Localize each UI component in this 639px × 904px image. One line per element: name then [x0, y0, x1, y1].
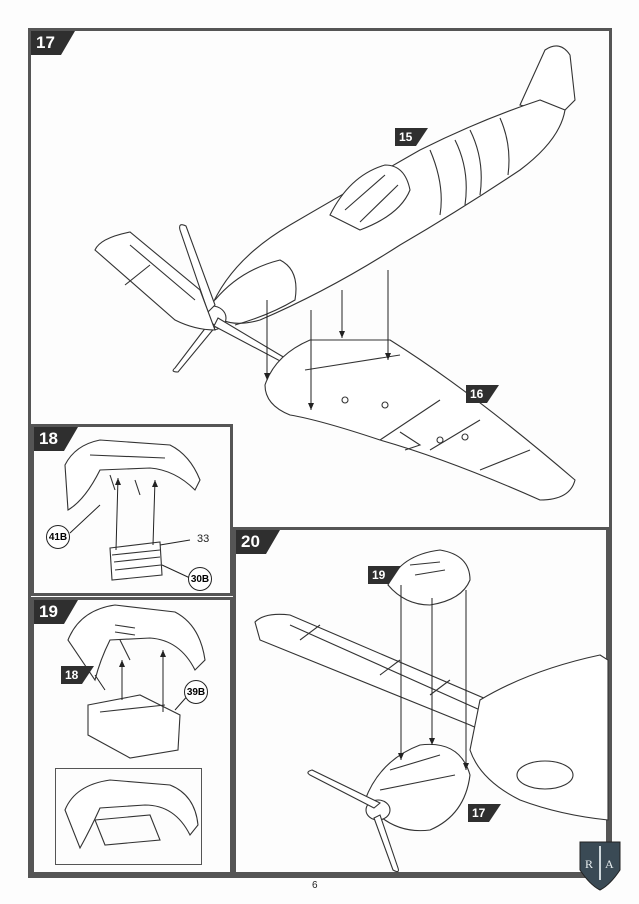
- step-19-frame: [31, 597, 233, 875]
- step-17-assembly-arrows: [264, 270, 391, 410]
- step-19-drawing: [64, 604, 206, 850]
- part-ref-19: 19: [368, 566, 402, 584]
- part-circle-41b: 41B: [46, 525, 70, 549]
- page-number: 6: [312, 880, 318, 891]
- step-17-frame: [28, 28, 612, 878]
- step-17-fuselage-drawing: [94, 45, 576, 373]
- step-19-inset-frame: [55, 768, 202, 865]
- part-number-33: 33: [197, 533, 210, 545]
- part-circle-39b: 39B: [184, 680, 208, 704]
- part-circle-30b: 30B: [188, 567, 212, 591]
- step-20-label: 20: [236, 530, 280, 554]
- step-18-frame: [31, 424, 233, 596]
- step-17-label: 17: [31, 31, 75, 55]
- logo-letter-a: A: [605, 857, 614, 871]
- part-ref-16: 16: [466, 385, 500, 403]
- logo-letter-r: R: [585, 857, 593, 871]
- ra-logo: R A: [579, 841, 621, 891]
- step-19-label: 19: [34, 600, 78, 624]
- part-ref-18: 18: [61, 666, 95, 684]
- step-20-drawing: [254, 549, 609, 873]
- part-ref-17: 17: [468, 804, 502, 822]
- part-ref-15: 15: [395, 128, 429, 146]
- step-18-label: 18: [34, 427, 78, 451]
- step-18-drawing: [64, 439, 201, 581]
- step-17-wing-drawing: [264, 339, 576, 501]
